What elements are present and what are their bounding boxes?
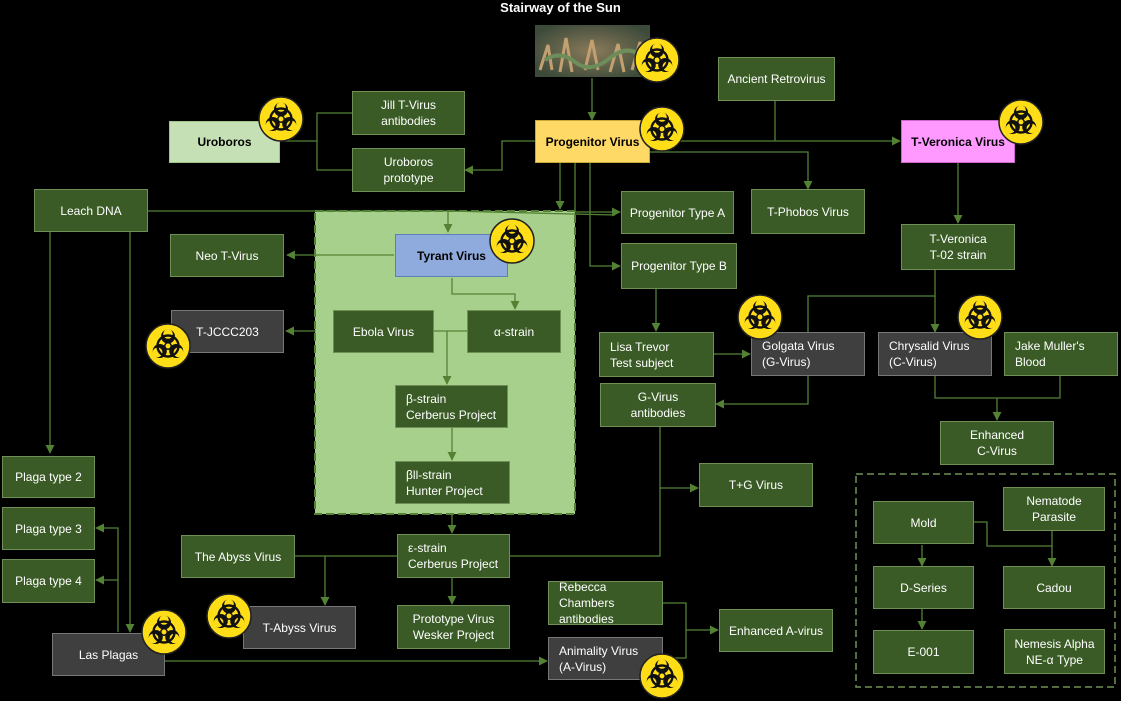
edge-golgata-gantibodies [715,376,809,409]
node-t-phobos-virus: T-Phobos Virus [751,189,865,234]
node-ancient-retrovirus: Ancient Retrovirus [718,57,835,101]
node-d-series: D-Series [873,566,974,609]
diagram-title: Stairway of the Sun [500,0,621,15]
node-lisa-trevor: Lisa Trevor Test subject [599,332,714,377]
node-mold: Mold [873,501,974,544]
edge-gantibodies-tg [659,427,699,493]
biohazard-icon [957,294,1003,340]
biohazard-icon [206,593,252,639]
edge-gantibodies-epsilon [510,488,661,557]
biohazard-icon [634,37,680,83]
node-jake-muller-blood: Jake Muller's Blood [1004,332,1118,376]
edge-progenitor-tphobos [650,151,813,190]
node-ebola-virus: Ebola Virus [333,310,434,353]
node-alpha-strain: α-strain [467,310,561,353]
biohazard-icon [998,99,1044,145]
node-cadou: Cadou [1003,566,1105,609]
node-t-veronica-virus: T-Veronica Virus [901,120,1015,163]
bow-region [855,473,1116,688]
edge-progenitor-typeb [589,163,621,271]
node-plaga-type-2: Plaga type 2 [2,456,95,498]
stairway-sun-photo [535,25,650,77]
node-enhanced-a-virus: Enhanced A-virus [719,609,833,652]
node-progenitor-virus: Progenitor Virus [535,120,650,163]
node-jill-antibodies: Jill T-Virus antibodies [352,91,465,135]
node-nematode-parasite: Nematode Parasite [1003,487,1105,531]
node-leach-dna: Leach DNA [34,189,148,232]
edge-progenitor-uroboros [464,140,535,175]
biohazard-icon [258,96,304,142]
node-t-g-virus: T+G Virus [699,463,813,507]
node-golgata-virus: Golgata Virus (G-Virus) [751,332,865,376]
edge-chrysalid-enhancedc [934,376,1061,420]
edge-alpha-beta [434,330,467,384]
biohazard-icon [639,106,685,152]
node-rebecca-antibodies: Rebecca Chambers antibodies [548,580,663,626]
node-uroboros-prototype: Uroboros prototype [352,148,465,192]
node-progenitor-type-b: Progenitor Type B [621,243,737,289]
node-progenitor-type-a: Progenitor Type A [621,191,734,234]
edge-leach-typea [447,210,616,216]
node-plaga-type-3: Plaga type 3 [2,507,95,550]
edge-t02-golgata [807,270,936,332]
node-prototype-virus: Prototype Virus Wesker Project [397,605,510,649]
biohazard-icon [639,653,685,699]
biohazard-icon [145,323,191,369]
node-t-veronica-t02: T-Veronica T-02 strain [901,224,1015,270]
edge-mold-cadou [974,521,1057,567]
edge-tyrant-alpha [451,278,520,310]
node-t-abyss-virus: T-Abyss Virus [243,606,356,649]
node-g-virus-antibodies: G-Virus antibodies [600,383,716,427]
biohazard-icon [141,609,187,655]
edge-lasplagas-plaga3 [95,523,119,632]
edge-progenitor-typea [574,163,621,217]
node-beta2-strain: βll-strain Hunter Project [395,461,510,504]
biohazard-icon [737,294,783,340]
node-beta-strain: β-strain Cerberus Project [395,385,508,428]
biohazard-icon [489,218,535,264]
node-nemesis-alpha: Nemesis Alpha NE-α Type [1004,629,1105,674]
node-uroboros: Uroboros [169,121,280,163]
node-enhanced-c-virus: Enhanced C-Virus [940,421,1054,465]
edge-rebecca-enhanceda [663,602,718,659]
node-neo-t-virus: Neo T-Virus [170,234,284,277]
node-epsilon-strain: ε-strain Cerberus Project [397,534,510,578]
node-e-001: E-001 [873,630,974,674]
node-the-abyss-virus: The Abyss Virus [181,535,295,578]
node-plaga-type-4: Plaga type 4 [2,559,95,603]
node-chrysalid-virus: Chrysalid Virus (C-Virus) [878,332,992,376]
